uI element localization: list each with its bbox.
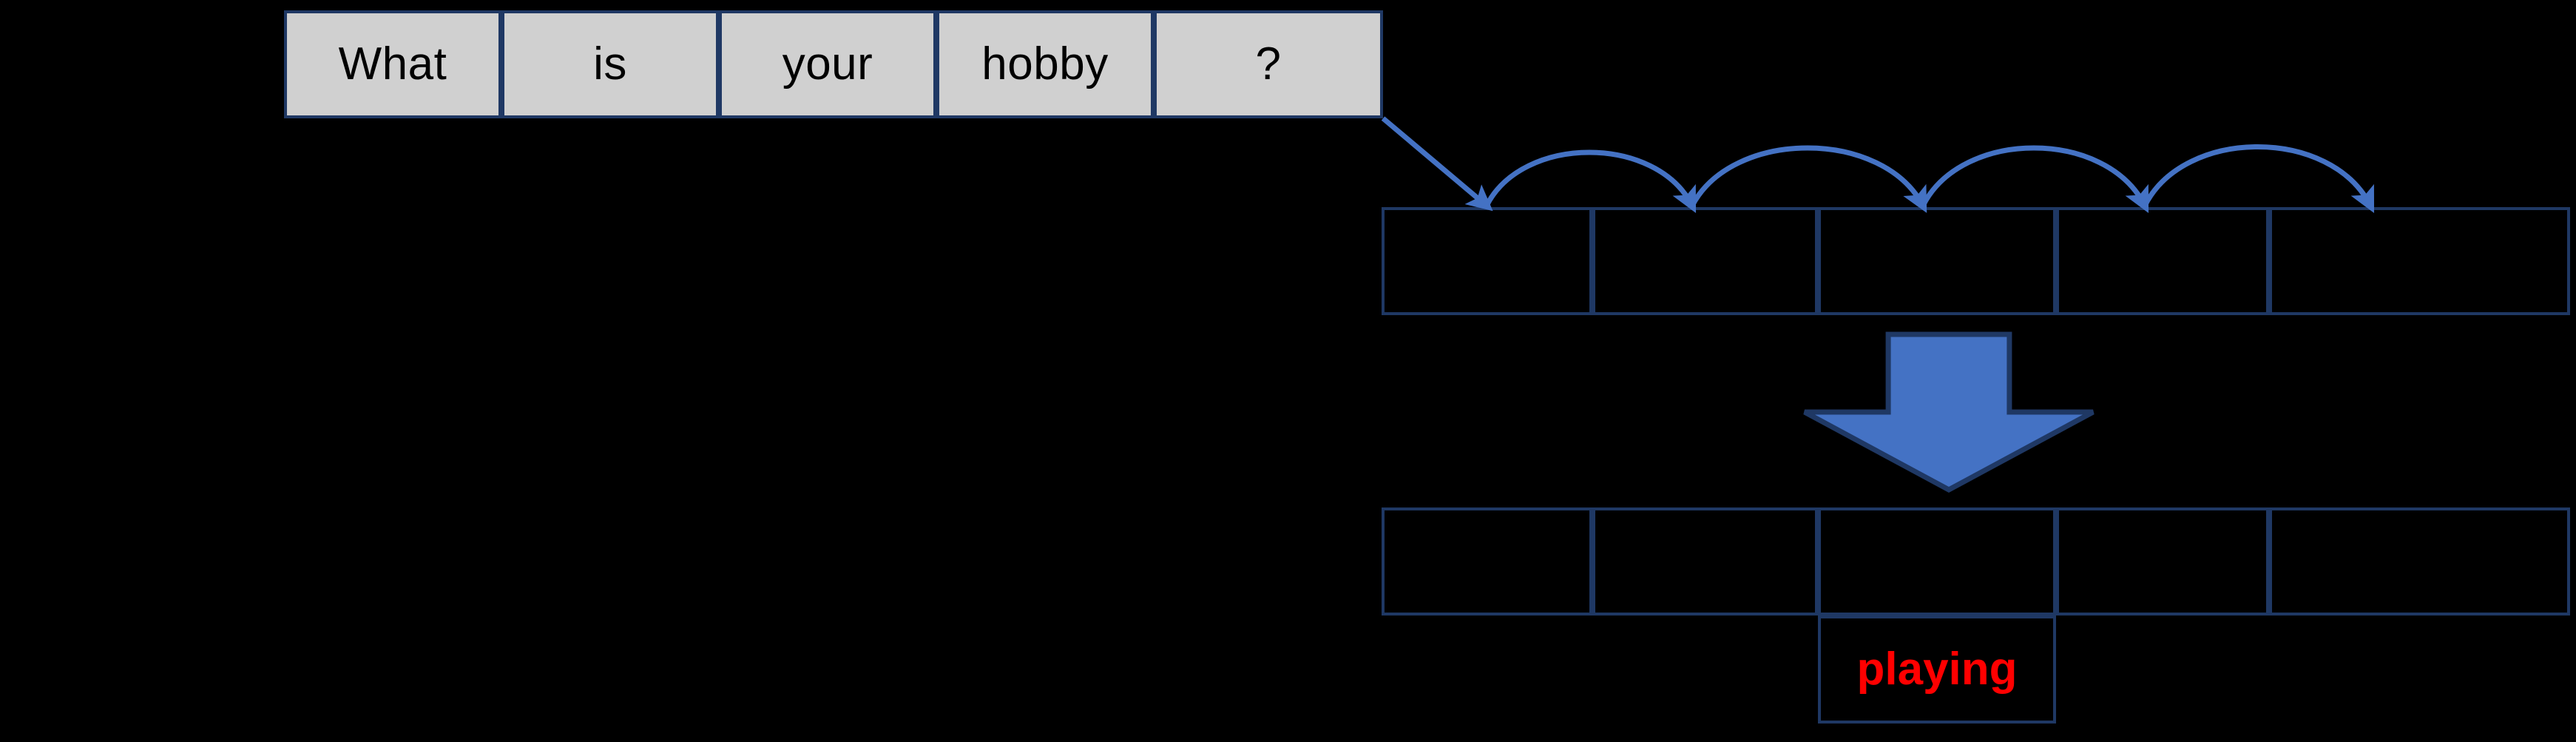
token-cell-your[interactable]: your <box>719 10 936 118</box>
token-cell-what[interactable]: What <box>284 10 501 118</box>
hop-arrow-4 <box>2142 144 2375 213</box>
token-label: ? <box>1255 38 1282 90</box>
token-label: What <box>338 38 447 90</box>
hop-arrow-2 <box>1689 145 1927 213</box>
predicted-word-cell[interactable]: playing <box>1818 615 2056 724</box>
token-cell-hobby[interactable]: hobby <box>936 10 1154 118</box>
predicted-word-label: playing <box>1856 644 2018 695</box>
hop-arrow-3 <box>1920 145 2149 213</box>
downward-block-arrow <box>1803 331 2095 493</box>
token-label: your <box>782 38 873 90</box>
decoder-slot-4[interactable] <box>2056 507 2269 615</box>
encoder-slot-1[interactable] <box>1382 207 1592 315</box>
decoder-slot-1[interactable] <box>1382 507 1592 615</box>
hop-arrow-1 <box>1484 149 1697 213</box>
encoder-slot-5[interactable] <box>2269 207 2570 315</box>
decoder-slot-5[interactable] <box>2269 507 2570 615</box>
decoder-slot-2[interactable] <box>1592 507 1818 615</box>
token-label: hobby <box>981 38 1109 90</box>
token-cell-question-mark[interactable]: ? <box>1154 10 1383 118</box>
token-cell-is[interactable]: is <box>501 10 719 118</box>
encoder-slot-2[interactable] <box>1592 207 1818 315</box>
encoder-slot-4[interactable] <box>2056 207 2269 315</box>
token-label: is <box>593 38 627 90</box>
encoder-slot-3[interactable] <box>1818 207 2056 315</box>
feed-arrow-straight <box>1381 116 1493 212</box>
decoder-slot-3[interactable] <box>1818 507 2056 615</box>
